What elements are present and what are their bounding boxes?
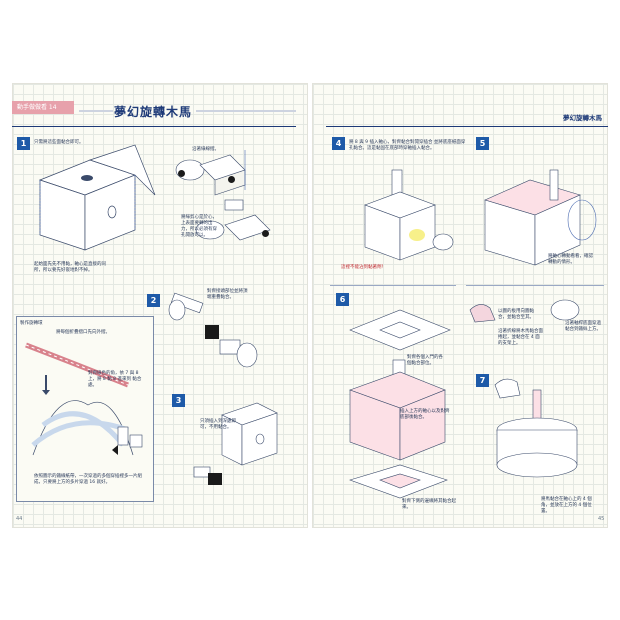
step-number: 3 xyxy=(172,394,185,407)
inset-note: 將每個折疊摺口先向外摺。 xyxy=(56,330,110,335)
step2-axle-diagram xyxy=(168,292,258,368)
step6-exploded-diagram xyxy=(349,309,451,499)
step-note: 將 8 與 9 插入軸心，對齊黏合對開穿插合 並將底座紙面穿孔黏合。這是黏固在底… xyxy=(349,140,466,151)
rotation-band-diagram xyxy=(25,342,143,456)
step-number: 4 xyxy=(332,137,345,150)
step-note: 只須插入到深處即可，不用黏合。 xyxy=(200,419,236,430)
part-number-icon xyxy=(228,176,235,183)
step7-carousel-diagram xyxy=(469,299,580,478)
step-note: 起始面先先不用黏，軸心是直接的同所，所以要先好嵌地對不掉。 xyxy=(34,262,106,273)
step-note: 對齊下側的邊緣將其黏合起來。 xyxy=(402,499,456,510)
step-number: 2 xyxy=(147,294,160,307)
part-number-icon xyxy=(262,230,269,237)
axle-diagram xyxy=(175,150,271,241)
step-note: 只需將這些面黏合即可。 xyxy=(34,140,84,145)
step3-assembly-diagram xyxy=(193,402,278,485)
title-divider xyxy=(196,110,296,112)
page-title-left: 夢幻旋轉木馬 xyxy=(114,105,193,119)
step-note: 以圖的板用向圖黏合，並黏合至其。 xyxy=(498,309,534,320)
section-divider xyxy=(466,285,604,286)
inset-panel xyxy=(16,316,154,502)
inset-title: 製作旋轉環 xyxy=(20,321,43,326)
title-divider xyxy=(79,110,113,112)
activity-tag: 動手做做看 14 xyxy=(12,101,74,114)
step-note: 對齊接頭部位並將頂端重疊黏合。 xyxy=(207,289,248,300)
step-note: 沿著折線將木馬黏合面捲起，並黏合在 4 面的支架上。 xyxy=(498,329,543,346)
page-title-right: 夢幻旋轉木馬 xyxy=(563,114,602,122)
step-note: 將馬黏合在軸心上的 4 個角，並放在上方的 4 個位置。 xyxy=(541,497,592,514)
step-note: 沿著綠線摺。 xyxy=(192,147,219,152)
page-number-right: 45 xyxy=(598,516,605,522)
step-note: 將軸心轉動看看，確認轉動的情形。 xyxy=(548,254,593,265)
header-rule xyxy=(326,126,608,127)
step-note: 對齊各個入門的各個黏合部位。 xyxy=(407,355,443,366)
step-note: 將綠剪心是於心，上表面要轉的出力，所以必須有穿孔開放可以。 xyxy=(181,215,217,238)
part-number-icon xyxy=(178,170,185,177)
step-note: 插入上方的軸心以及對齊底部後黏合。 xyxy=(400,409,450,420)
header-rule xyxy=(12,126,296,127)
step-number: 1 xyxy=(17,137,30,150)
inset-note: 對齊綠色的角，依 7 與 8 上，將 8 黏 8 進來到 黏合處。 xyxy=(88,371,142,388)
step1-box-diagram xyxy=(38,144,156,251)
step-number: 7 xyxy=(476,374,489,387)
inset-note: 依照圖示的鐵線紙帶，一次穿過的多個穿插裡多一片組成，只要將上方的多片穿過 16 … xyxy=(34,474,142,485)
step4-box-diagram xyxy=(364,169,454,261)
step5-box-diagram xyxy=(484,169,597,266)
step-note: 沿著軸桿底面穿過黏合到鐵絲上方。 xyxy=(565,321,601,332)
section-divider xyxy=(330,285,456,286)
warning-note: 這裡不能沾到黏著劑！ xyxy=(341,265,386,270)
page-number-left: 44 xyxy=(16,516,23,522)
step-number: 6 xyxy=(336,293,349,306)
step-number: 5 xyxy=(476,137,489,150)
